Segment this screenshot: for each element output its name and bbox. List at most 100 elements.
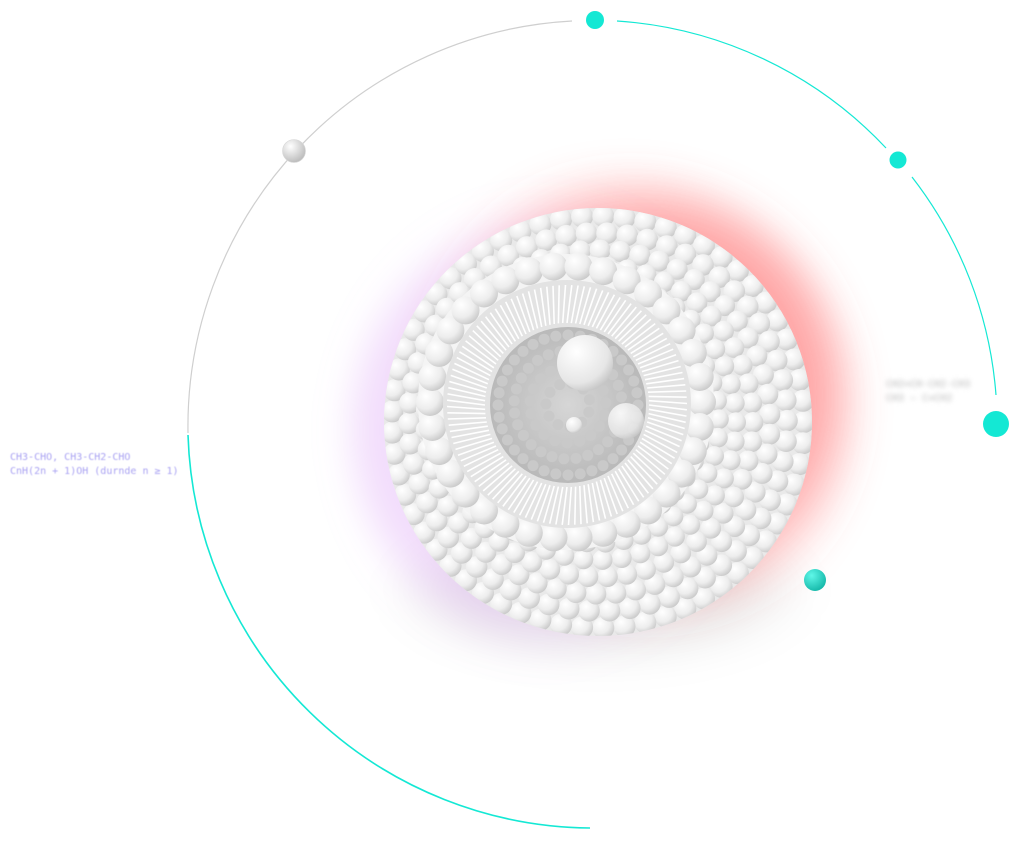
shell-bead [751, 462, 773, 484]
shell-bead [714, 356, 735, 377]
lipid-tail [456, 356, 491, 377]
shell-bead [752, 364, 774, 386]
lipid-tail [630, 332, 664, 355]
rim-bead [564, 523, 593, 552]
rim-bead [514, 257, 543, 286]
rim-bead [612, 266, 641, 295]
lipid-tail [448, 421, 487, 426]
shell-bead [688, 479, 709, 500]
lipid-tail [463, 448, 499, 468]
lipid-tail [487, 468, 516, 496]
core-bead [540, 398, 552, 410]
core-bead [615, 391, 627, 403]
rim-bead [589, 518, 618, 547]
lipid-tail [484, 316, 510, 348]
core-bead [508, 354, 520, 366]
shell-bead [399, 392, 421, 414]
core-small-bead [566, 417, 582, 433]
core-bead [570, 452, 582, 464]
shell-bead [757, 383, 779, 405]
lipid-tail [583, 288, 598, 326]
lipid-tail [647, 390, 687, 393]
lipid-tail [614, 310, 642, 340]
lipid-tail [533, 289, 543, 328]
lipid-tail [595, 294, 616, 329]
core-bead [628, 375, 640, 387]
lipid-tail [617, 468, 640, 502]
shell-bead [677, 494, 697, 514]
lipid-tail [624, 322, 656, 348]
shell-bead [783, 348, 806, 371]
lipid-tail [643, 365, 681, 377]
shell-bead [535, 229, 557, 251]
lipid-tail [647, 384, 686, 389]
shell-bead [793, 411, 812, 433]
shell-bead [674, 224, 697, 247]
lipid-tail [460, 445, 497, 462]
core-bead [525, 408, 537, 419]
lipid-tail [599, 296, 621, 331]
formula-left-line1: CH3-CHO, CH3-CH2-CHO [10, 452, 131, 463]
core-bead [538, 465, 550, 477]
lipid-tail [524, 482, 543, 518]
shell-bead [658, 586, 680, 608]
lipid-tail [646, 421, 684, 436]
core-medium-bead [608, 403, 644, 439]
shell-bead [697, 463, 718, 484]
core-bead [583, 394, 595, 406]
core-bead [616, 444, 628, 456]
shell-bead [710, 575, 733, 598]
shell-bead [741, 547, 764, 569]
lipid-tail [489, 312, 513, 345]
shell-bead [619, 597, 641, 620]
core-bead [612, 379, 624, 391]
core-bead [542, 349, 554, 361]
lipid-tail [510, 298, 527, 335]
lipid-tail [647, 417, 685, 430]
core-bead [631, 387, 643, 399]
core-bead [558, 453, 570, 465]
lipid-tail [458, 351, 493, 373]
shell-bead [516, 236, 538, 258]
core-bead [561, 437, 573, 449]
shell-bead [741, 431, 762, 453]
shell-bead [565, 582, 587, 604]
core-bead [582, 449, 594, 461]
shell-bead [700, 518, 722, 539]
lipid-tail [476, 325, 504, 354]
lipid-tail [599, 479, 613, 517]
formula-left-line2: CnH(2n + 1)OH (durnde n ≥ 1) [10, 466, 179, 477]
shell-bead [723, 337, 745, 358]
core-bead [549, 435, 561, 447]
shell-bead [577, 566, 599, 587]
lipid-tail [595, 481, 607, 519]
shell-bead [555, 224, 577, 247]
core-bead [616, 354, 628, 366]
shell-bead [775, 389, 797, 412]
rim-bead [491, 509, 520, 538]
shell-bead [765, 349, 788, 372]
lipid-tail [637, 348, 674, 365]
core-bead [509, 407, 521, 419]
core-bead [501, 434, 513, 446]
shell-bead [771, 369, 794, 391]
shell-bead [754, 291, 777, 314]
core-bead [527, 460, 539, 472]
shell-bead [700, 305, 722, 327]
core-bead [496, 423, 508, 435]
lipid-tail [607, 303, 632, 335]
lipid-tail [648, 395, 687, 398]
shell-bead [708, 427, 728, 448]
lipid-tail [446, 399, 486, 406]
core-bead [592, 444, 604, 456]
lipid-tail [614, 470, 635, 506]
lipid-tail [624, 462, 650, 494]
shell-bead [571, 208, 594, 228]
lipid-tail [452, 368, 489, 385]
lipid-tail [587, 290, 604, 327]
core-bead [554, 379, 566, 391]
shell-bead [598, 599, 621, 622]
shell-bead [772, 450, 794, 473]
shell-bead [613, 615, 636, 636]
